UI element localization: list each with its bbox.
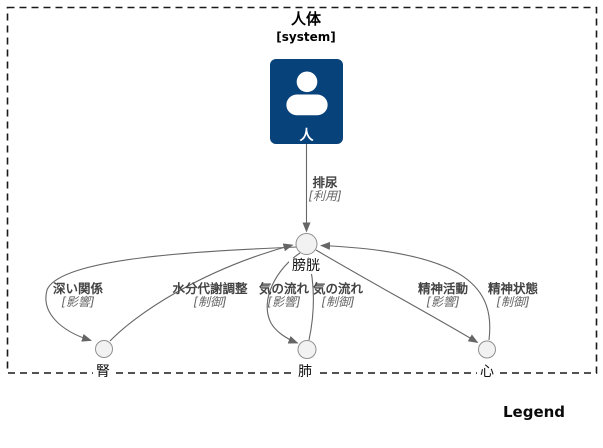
edge-type: [制御] bbox=[321, 295, 355, 309]
node-kidney-circle bbox=[95, 340, 113, 358]
node-bladder-circle bbox=[295, 233, 318, 255]
edge-type: [影響] bbox=[267, 295, 301, 309]
edge-name: 精神活動 bbox=[417, 281, 469, 296]
node-heart-circle bbox=[478, 340, 496, 359]
edge-type: [利用] bbox=[308, 189, 342, 203]
edge-name: 排尿 bbox=[312, 175, 338, 190]
edge-kidney-to-bladder bbox=[109, 243, 294, 342]
system-title-type: [system] bbox=[276, 30, 336, 44]
node-lung-label: 肺 bbox=[295, 364, 315, 380]
person-label: 人 bbox=[299, 128, 314, 144]
edge-bladder-to-kidney bbox=[45, 246, 298, 342]
edge-bladder-to-heart bbox=[315, 249, 479, 344]
edge-label-qi-flow-influence: 気の流れ [影響] bbox=[259, 282, 309, 309]
edge-type: [影響] bbox=[61, 295, 95, 309]
edge-name: 気の流れ bbox=[312, 281, 364, 296]
edge-type: [影響] bbox=[426, 295, 460, 309]
person-icon bbox=[285, 71, 328, 116]
node-kidney-label: 腎 bbox=[93, 364, 113, 380]
edge-label-urination: 排尿 [利用] bbox=[308, 176, 341, 203]
system-title-block: 人体 [system] bbox=[276, 8, 335, 44]
person-box: 人 bbox=[270, 59, 343, 144]
system-title: 人体 bbox=[290, 10, 321, 28]
node-lung-circle bbox=[297, 340, 317, 359]
edge-label-mental-state: 精神状態 [制御] bbox=[488, 282, 538, 309]
node-heart-label: 心 bbox=[477, 364, 497, 380]
legend-label: Legend bbox=[502, 403, 566, 421]
edge-heart-to-bladder bbox=[320, 241, 491, 341]
edge-type: [制御] bbox=[496, 295, 530, 309]
edge-name: 水分代謝調整 bbox=[172, 281, 248, 296]
edge-label-mental-activity: 精神活動 [影響] bbox=[418, 282, 468, 309]
edge-label-water-metabolism: 水分代謝調整 [制御] bbox=[172, 282, 247, 309]
edge-label-deep-relation: 深い関係 [影響] bbox=[53, 282, 103, 309]
edge-name: 精神状態 bbox=[487, 281, 539, 296]
edge-label-qi-flow-control: 気の流れ [制御] bbox=[313, 282, 363, 309]
node-bladder-label: 膀胱 bbox=[289, 258, 323, 274]
edge-type: [制御] bbox=[193, 295, 227, 309]
edge-bladder-to-lung bbox=[266, 252, 301, 344]
edge-name: 深い関係 bbox=[52, 281, 104, 296]
edge-name: 気の流れ bbox=[258, 281, 310, 296]
